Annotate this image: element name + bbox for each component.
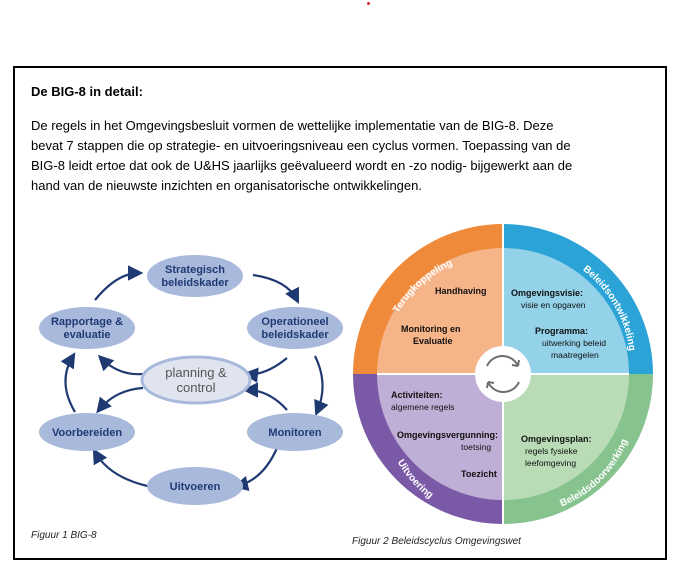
quadrant-top-left (377, 248, 503, 374)
node-monitoren: Monitoren (247, 413, 343, 451)
svg-text:Voorbereiden: Voorbereiden (52, 427, 122, 439)
q-handhaving: Handhaving (435, 286, 487, 296)
q-plan-sub: leefomgeving (525, 458, 576, 468)
q-activiteiten-sub: algemene regels (391, 402, 455, 412)
cycle-center (475, 346, 531, 402)
q-programma-sub: maatregelen (551, 350, 599, 360)
q-plan-title: Omgevingsplan: (521, 434, 592, 444)
beleidscyclus-figure: Terugkoppeling Beleidsontwikkeling Uitvo… (353, 224, 653, 524)
node-strategisch: Strategisch beleidskader (147, 255, 243, 297)
q-programma-sub: uitwerking beleid (542, 338, 606, 348)
svg-text:beleidskader: beleidskader (161, 277, 229, 289)
quadrant-bottom-left (377, 374, 503, 500)
node-operationeel: Operationeel beleidskader (247, 307, 343, 349)
svg-text:Monitoren: Monitoren (268, 427, 321, 439)
svg-text:beleidskader: beleidskader (261, 329, 329, 341)
quadrant-bottom-right (503, 374, 629, 500)
node-voorbereiden: Voorbereiden (39, 413, 135, 451)
red-marker-dot (367, 2, 370, 5)
paragraph-line: hand van de nieuwste inzichten en organi… (31, 178, 422, 193)
node-rapportage: Rapportage & evaluatie (39, 307, 135, 349)
svg-text:Operationeel: Operationeel (261, 316, 328, 328)
arrow-planning-rapportage (97, 354, 144, 376)
arrow-strategisch-operationeel (252, 273, 299, 304)
arrow-planning-voorbereiden (96, 386, 144, 414)
arrow-rapportage-strategisch (94, 265, 144, 301)
svg-text:Rapportage &: Rapportage & (51, 316, 123, 328)
svg-text:Strategisch: Strategisch (165, 264, 225, 276)
paragraph-line: BIG-8 leidt ertoe dat ook de U&HS jaarli… (31, 158, 573, 173)
paragraph-line: bevat 7 stappen die op strategie- en uit… (31, 138, 571, 153)
q-toezicht: Toezicht (461, 469, 497, 479)
q-programma-title: Programma: (535, 326, 588, 336)
q-vergunning-title: Omgevingsvergunning: (397, 430, 498, 440)
svg-text:evaluatie: evaluatie (63, 329, 110, 341)
q-monitoring-line: Monitoring en (401, 324, 461, 334)
svg-text:planning &: planning & (165, 365, 227, 380)
big8-cycle-figure: Strategisch beleidskader Operationeel be… (39, 255, 343, 505)
q-plan-sub: regels fysieke (525, 446, 578, 456)
big8-detail-box: De BIG-8 in detail: De regels in het Omg… (13, 66, 667, 560)
arrow-operationeel-monitoren (314, 355, 329, 417)
intro-paragraph: De regels in het Omgevingsbesluit vormen… (31, 116, 631, 196)
figure1-caption: Figuur 1 BIG-8 (31, 530, 97, 541)
q-activiteiten-title: Activiteiten: (391, 390, 443, 400)
arrow-voorbereiden-rapportage (60, 352, 76, 413)
arrow-monitoren-planning (242, 382, 288, 411)
refresh-icon (486, 354, 519, 367)
q-monitoring-line: Evaluatie (413, 336, 453, 346)
section-heading: De BIG-8 in detail: (31, 84, 143, 99)
figure2-caption: Figuur 2 Beleidscyclus Omgevingswet (352, 536, 521, 547)
q-vergunning-sub: toetsing (461, 442, 491, 452)
svg-text:control: control (176, 380, 215, 395)
paragraph-line: De regels in het Omgevingsbesluit vormen… (31, 118, 554, 133)
q-visie-sub: visie en opgaven (521, 300, 586, 310)
svg-text:Uitvoeren: Uitvoeren (170, 481, 221, 493)
q-visie-title: Omgevingsvisie: (511, 288, 583, 298)
node-planning: planning & control (140, 355, 252, 405)
node-uitvoeren: Uitvoeren (147, 467, 243, 505)
quadrant-top-right (503, 248, 629, 374)
